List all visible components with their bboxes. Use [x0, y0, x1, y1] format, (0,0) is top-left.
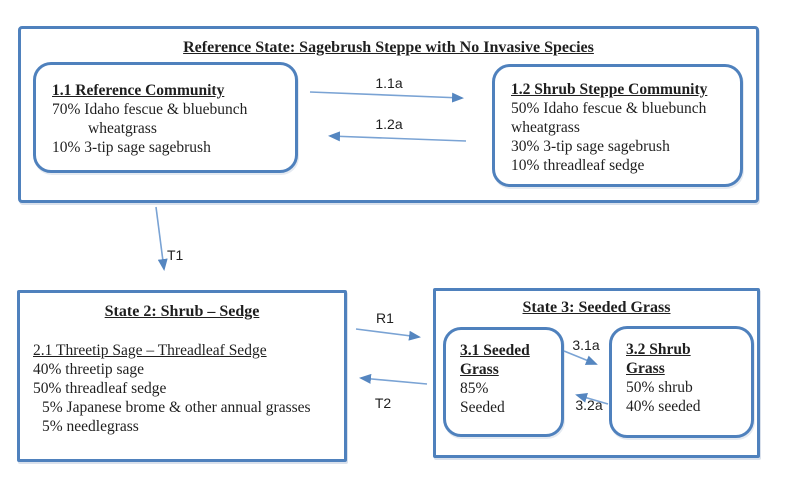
community-1-1-line: 70% Idaho fescue & bluebunch [52, 101, 248, 118]
community-3-1-line: 85% [460, 380, 489, 397]
community-3-2-line: 50% shrub [626, 379, 693, 396]
arrow-r1 [355, 328, 421, 341]
transition-label-r1: R1 [376, 310, 394, 326]
community-2-1-line: 50% threadleaf sedge [33, 380, 167, 397]
community-3-1-line: Seeded [460, 399, 505, 416]
community-3-1-title-line2: Grass [460, 361, 499, 378]
transition-label-3-1a: 3.1a [572, 337, 600, 353]
transition-label-3-2a: 3.2a [575, 397, 603, 413]
transition-label-t2: T2 [374, 395, 392, 411]
reference-state-title: Reference State: Sagebrush Steppe with N… [183, 39, 594, 56]
arrow-t1 [155, 206, 168, 271]
community-3-2-box: 3.2 Shrub Grass 50% shrub 40% seeded [609, 326, 754, 438]
community-1-1-box: 1.1 Reference Community 70% Idaho fescue… [33, 62, 298, 173]
transition-label-t1: T1 [167, 247, 184, 263]
community-3-1-box: 3.1 Seeded Grass 85% Seeded [443, 327, 564, 437]
community-1-2-title: 1.2 Shrub Steppe Community [511, 81, 708, 98]
community-2-1-line: 5% needlegrass [42, 418, 139, 435]
community-1-2-line: 30% 3-tip sage sagebrush [511, 138, 670, 155]
state-2-box: State 2: Shrub – Sedge 2.1 Threetip Sage… [17, 290, 347, 462]
arrow-t2 [359, 373, 428, 385]
community-3-2-line: 40% seeded [626, 398, 701, 415]
transition-label-1-2a: 1.2a [375, 116, 403, 132]
community-3-1-title: 3.1 Seeded [460, 342, 530, 359]
community-2-1-line: 40% threetip sage [33, 361, 145, 378]
community-1-1-line: 10% 3-tip sage sagebrush [52, 139, 211, 156]
community-1-2-line: wheatgrass [511, 119, 580, 136]
community-2-1-line: 5% Japanese brome & other annual grasses [42, 399, 311, 416]
community-1-1-line: wheatgrass [88, 120, 157, 137]
community-1-2-line: 50% Idaho fescue & bluebunch [511, 100, 707, 117]
community-1-2-box: 1.2 Shrub Steppe Community 50% Idaho fes… [492, 64, 743, 187]
transition-label-1-1a: 1.1a [375, 75, 403, 91]
community-3-2-title-line2: Grass [626, 360, 665, 377]
community-1-2-line: 10% threadleaf sedge [511, 157, 645, 174]
community-3-2-title: 3.2 Shrub [626, 341, 691, 358]
community-2-1-title: 2.1 Threetip Sage – Threadleaf Sedge [33, 342, 267, 359]
state-2-title: State 2: Shrub – Sedge [104, 303, 260, 320]
state-3-title: State 3: Seeded Grass [522, 299, 671, 316]
community-1-1-title: 1.1 Reference Community [52, 82, 225, 99]
